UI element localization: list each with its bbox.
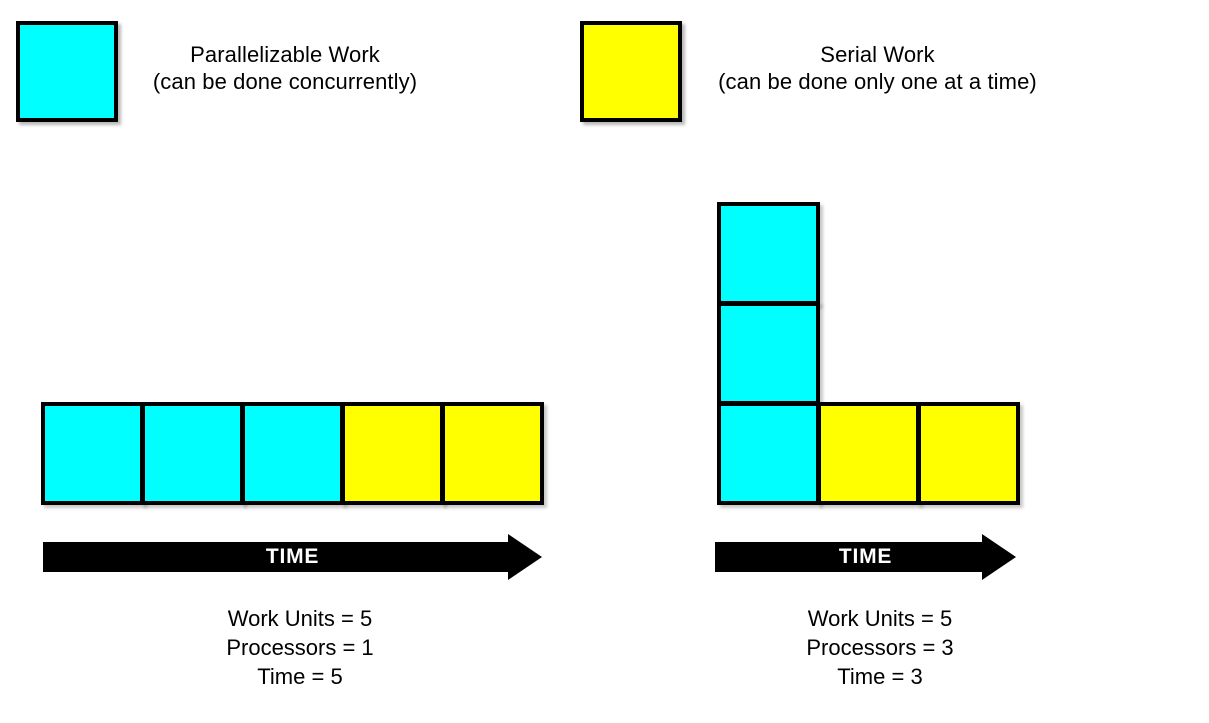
caption-time: Time = 3	[837, 664, 923, 689]
time-arrow-bar	[43, 542, 511, 572]
work-block-serial	[441, 402, 544, 505]
legend-title-serial: Serial Work	[820, 42, 935, 67]
work-block-parallel	[717, 302, 820, 405]
caption-work-units: Work Units = 5	[227, 606, 373, 631]
work-block-serial	[341, 402, 444, 505]
legend-subtitle-serial: (can be done only one at a time)	[718, 68, 1037, 94]
caption-time: Time = 5	[257, 664, 343, 689]
time-arrow-bar	[715, 542, 985, 572]
legend-label-serial: Serial Work (can be done only one at a t…	[700, 42, 1055, 96]
work-block-parallel	[41, 402, 144, 505]
time-arrow-head-icon	[508, 534, 542, 580]
legend-title-parallelizable: Parallelizable Work	[190, 42, 380, 67]
caption-work-units: Work Units = 5	[807, 606, 953, 631]
work-block-serial	[917, 402, 1020, 505]
legend-subtitle-parallelizable: (can be done concurrently)	[152, 68, 418, 94]
work-block-parallel	[717, 402, 820, 505]
caption-processors: Processors = 3	[806, 635, 954, 660]
time-arrow-three-processor: TIME	[715, 534, 1016, 580]
legend-swatch-parallelizable	[16, 21, 118, 122]
work-block-serial	[817, 402, 920, 505]
time-arrow-head-icon	[982, 534, 1016, 580]
legend-swatch-serial	[580, 21, 682, 122]
work-block-parallel	[141, 402, 244, 505]
time-arrow-single-processor: TIME	[43, 534, 542, 580]
legend-label-parallelizable: Parallelizable Work (can be done concurr…	[135, 42, 435, 96]
work-block-parallel	[717, 202, 820, 305]
caption-three-processor: Work Units = 5 Processors = 3 Time = 3	[730, 604, 1030, 691]
work-block-parallel	[241, 402, 344, 505]
caption-processors: Processors = 1	[226, 635, 374, 660]
caption-single-processor: Work Units = 5 Processors = 1 Time = 5	[150, 604, 450, 691]
